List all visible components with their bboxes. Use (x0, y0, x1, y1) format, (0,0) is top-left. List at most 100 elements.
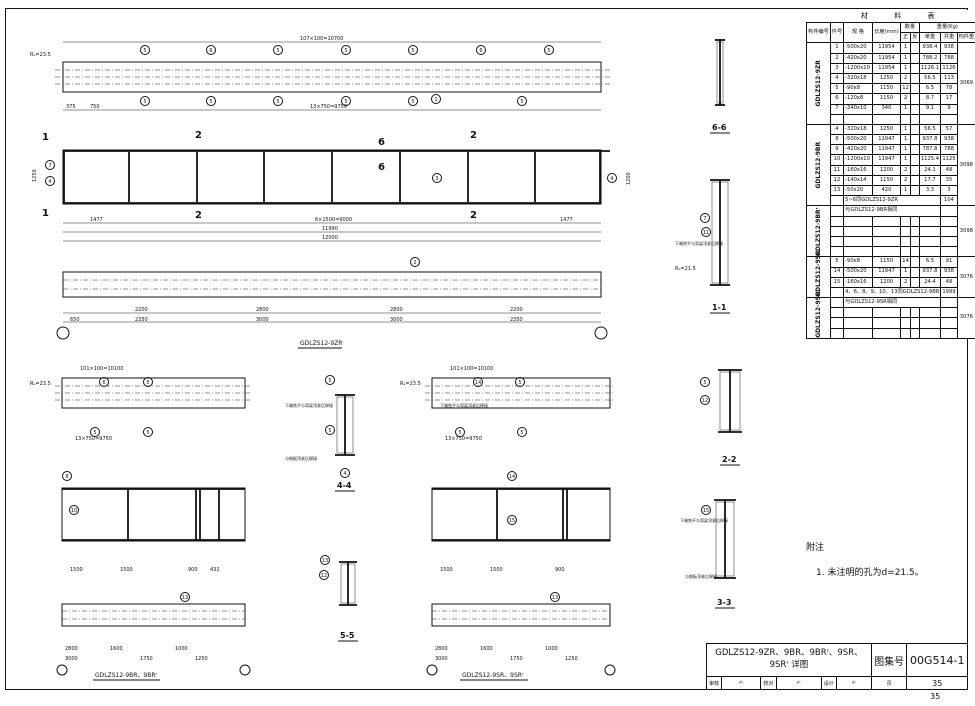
row-note: 与GDLZS12-9SR相同 (843, 297, 942, 309)
member-weight: 3076 (956, 256, 975, 299)
mid-dim-1750: 1750 (510, 656, 523, 662)
total-weight: 938 (940, 42, 958, 54)
mid-dim-pitch: 13×750=9750 (445, 436, 482, 442)
unit-weight: 788.2 (918, 52, 942, 64)
callout-mid: 14 (507, 471, 517, 481)
callout-section: 5 (700, 377, 710, 387)
qty-pos: 1 (900, 42, 912, 54)
unit-weight: 24.4 (918, 276, 942, 288)
mid-dim-2800: 2800 (435, 646, 448, 652)
mid-dim-1500b: 1500 (490, 567, 503, 573)
left-hole-note: Rₐ=23.5 (30, 381, 51, 387)
svg-text:7: 7 (703, 216, 706, 222)
section-1-1: 1-1 (710, 179, 730, 314)
qty-neg (910, 266, 920, 278)
part-no-empty (829, 297, 845, 309)
sheet-number: 35 (930, 692, 941, 701)
total-weight (940, 235, 958, 248)
callout-left: 6 (99, 377, 109, 387)
hdr-total-weight: 共重 (940, 32, 958, 44)
weld-note-3-3b: 与钢板顶紧后焊接 (685, 573, 717, 579)
svg-text:15: 15 (703, 508, 709, 514)
callout-main: 5 (341, 45, 351, 55)
total-weight: 91 (940, 256, 958, 268)
hole-note: Rₐ=23.5 (30, 52, 51, 58)
total-weight: 113 (940, 72, 958, 85)
length (871, 317, 902, 329)
svg-text:4: 4 (48, 179, 51, 185)
hdr-part-no: 件号 (829, 21, 845, 44)
callout-section: 12 (319, 570, 329, 580)
callout-main: 7 (45, 160, 55, 170)
row-note: 5~6同GDLZS12-9ZR (843, 195, 942, 207)
material-row (807, 113, 975, 125)
qty-pos: 14 (900, 256, 912, 268)
svg-text:5: 5 (276, 48, 279, 54)
qty-neg (910, 164, 920, 176)
svg-text:5: 5 (547, 48, 550, 54)
left-dim-2800: 2800 (65, 646, 78, 652)
unit-weight (918, 246, 942, 258)
total-weight: 3 (940, 184, 958, 197)
mid-dim-1500a: 1500 (440, 567, 453, 573)
qty-pos: 1 (900, 52, 912, 64)
qty-pos (900, 317, 912, 329)
part-no (829, 215, 845, 227)
callout-main: 5 (408, 96, 418, 106)
design-label: 设计 (820, 676, 837, 690)
qty-pos: 2 (900, 164, 912, 176)
review-signature: ✍ (721, 676, 762, 690)
qty-neg (910, 317, 920, 329)
qty-neg (910, 93, 920, 105)
svg-text:5: 5 (703, 380, 706, 386)
section-mark-6b: 6 (378, 162, 385, 173)
unit-weight: 1126.1 (918, 62, 942, 74)
spec: -90x8 (843, 256, 873, 268)
qty-neg (910, 276, 920, 288)
left-dim-3000: 3000 (65, 656, 78, 662)
member-number: GDLZS12-9BR (806, 124, 831, 206)
length: 1150 (871, 256, 902, 268)
dim-b2-0: 2350 (135, 317, 148, 323)
spec: -320x18 (843, 123, 873, 136)
unit-weight: 1125.4 (918, 154, 942, 166)
total-weight: 57 (940, 123, 958, 136)
spec: -90x8 (843, 83, 873, 95)
spec: -320x18 (843, 72, 873, 85)
part-no: 12 (829, 174, 845, 187)
mid-drawing-title: GDLZS12-9SR、9SRʳ (462, 672, 524, 679)
qty-neg (910, 235, 920, 248)
callout-section: 7 (700, 213, 710, 223)
main-bottom-flange-plan: 2200 2800 2800 2200 2350 3000 3000 2350 … (56, 271, 608, 349)
drawing-title-line1: GDLZS12-9ZR、9BR、9BRʳ、9SR、 (715, 648, 863, 659)
dim-pitch: 13×750=9750 (310, 104, 347, 110)
svg-text:5: 5 (411, 48, 414, 54)
svg-text:4: 4 (343, 471, 346, 477)
callout-main: 4 (607, 173, 617, 183)
hdr-member-weight: 构件重 (956, 32, 975, 44)
total-weight (940, 215, 958, 227)
callout-main: 4 (45, 176, 55, 186)
callout-left: 10 (69, 505, 79, 515)
total-weight: 938 (940, 266, 958, 278)
material-table-title: 材 料 表 (806, 10, 975, 23)
page-number: 35 (906, 676, 968, 690)
left-dim-432: 432 (210, 567, 220, 573)
svg-text:3: 3 (435, 176, 438, 182)
unit-weight (918, 215, 942, 227)
total-weight: 48 (940, 276, 958, 288)
qty-neg (910, 113, 920, 125)
part-no (829, 235, 845, 248)
spec: -340x10 (843, 103, 873, 115)
part-no: 3 (829, 62, 845, 74)
unit-weight (918, 307, 942, 319)
callout-main: 1 (431, 94, 441, 104)
callout-left: 5 (143, 377, 153, 387)
spec: -420x20 (843, 52, 873, 64)
svg-text:5: 5 (143, 99, 146, 105)
weld-note-3-3: 下端铣平与弯梁顶紧后焊接 (680, 517, 728, 523)
callout-mid: 14 (473, 377, 483, 387)
